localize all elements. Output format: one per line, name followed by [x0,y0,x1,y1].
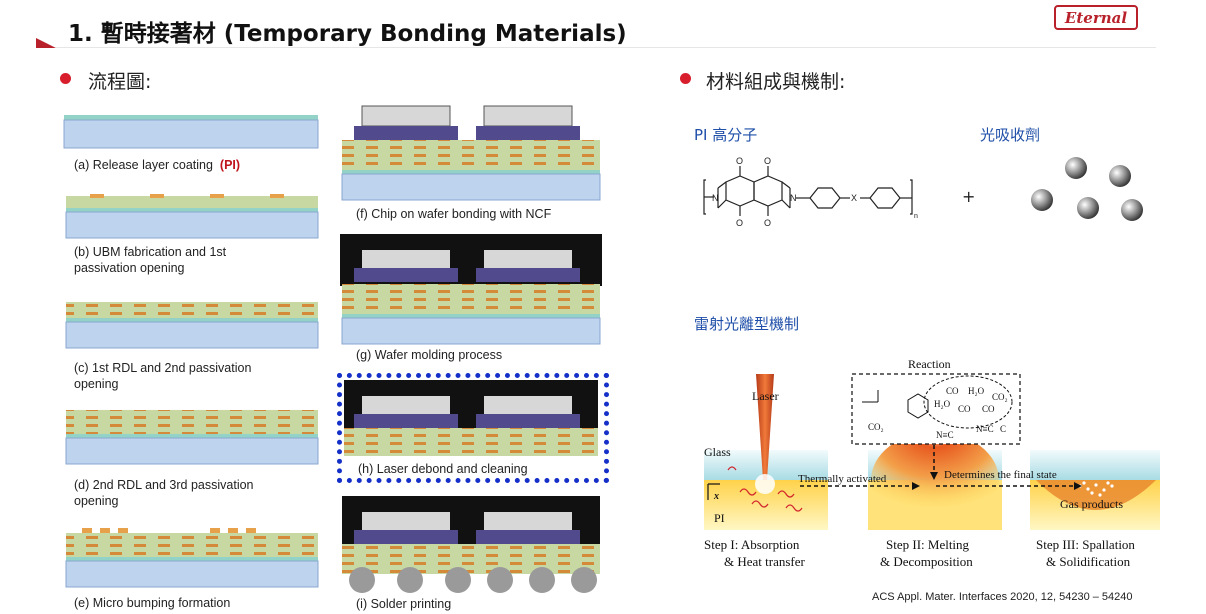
page-title: 1. 暫時接著材 (Temporary Bonding Materials) [68,21,627,47]
glass-label: Glass [704,445,731,459]
thermally-activated-label: Thermally activated [798,473,887,485]
laser-debond-mechanism: x Reaction Laser Glass PI Thermally acti… [704,357,1160,569]
particle-icon [1031,189,1053,211]
absorber-particles [1031,157,1143,221]
step-e-caption: (e) Micro bumping formation [74,596,231,610]
pi-layer-label: PI [714,511,725,525]
step2-line1: Step II: Melting [886,537,970,552]
highlight-box [337,373,609,483]
svg-text:CO₂: CO₂ [992,392,1008,402]
plus-sign: + [962,187,976,206]
step-c-diagram [65,302,319,349]
step-g-caption: (g) Wafer molding process [356,348,503,362]
process-steps-middle [340,105,602,593]
repeat-n-label: n [914,213,918,220]
oxygen-label: O [764,218,771,228]
particle-icon [1109,165,1131,187]
flowchart-heading: 流程圖: [88,71,152,93]
step3-line1: Step III: Spallation [1036,537,1135,552]
step-g-diagram [340,234,602,345]
pi-structure-diagram: O O O O N N X n [703,156,918,228]
determines-final-state-label: Determines the final state [944,469,1057,481]
oxygen-label: O [736,156,743,166]
svg-text:CO: CO [982,404,995,414]
nitrogen-label: N [712,193,719,203]
step-f-caption: (f) Chip on wafer bonding with NCF [356,207,552,221]
nitrile-label: N≡C [976,424,994,434]
citation: ACS Appl. Mater. Interfaces 2020, 12, 54… [872,591,1133,603]
laser-mechanism-heading: 雷射光離型機制 [694,315,800,333]
svg-text:H₂O: H₂O [934,399,951,409]
process-steps-left [63,115,319,588]
title-divider [56,47,1156,48]
step-d-diagram [65,410,319,465]
company-logo: Eternal [1054,5,1138,30]
nitrogen-label: N [790,193,797,203]
co2-label: CO₂ [868,422,884,432]
step-a-diagram [63,115,319,149]
particle-icon [1065,157,1087,179]
step3-line2: & Solidification [1046,554,1131,569]
step-h-caption: (h) Laser debond and cleaning [358,462,528,476]
gas-products-label: Gas products [1060,497,1123,511]
title-marker [36,38,56,48]
bullet-icon [60,73,71,84]
step-i-diagram [342,496,600,593]
light-absorber-label: 光吸收劑 [980,126,1041,144]
step-i-caption: (i) Solder printing [356,597,452,611]
bullet-icon [680,73,691,84]
pi-tag: (PI) [219,158,241,172]
materials-heading: 材料組成與機制: [706,71,846,93]
step-f-diagram [341,105,601,201]
step-e-diagram [65,528,319,588]
step-h-diagram [344,380,598,456]
svg-text:CO: CO [946,386,959,396]
step-b-diagram [65,194,319,239]
laser-label: Laser [752,389,779,403]
reaction-label: Reaction [908,357,951,371]
nitrile-label: N≡C [936,430,954,440]
step1-line2: & Heat transfer [724,554,806,569]
oxygen-label: O [736,218,743,228]
pi-polymer-label: PI 高分子 [694,126,758,144]
particle-icon [1121,199,1143,221]
x-axis-label: x [713,491,719,502]
x-label: X [851,193,857,203]
particle-icon [1077,197,1099,219]
oxygen-label: O [764,156,771,166]
step-a-caption: (a) Release layer coating (PI) [74,158,241,172]
svg-text:CO: CO [958,404,971,414]
carbon-label: C [1000,424,1006,434]
step2-line2: & Decomposition [880,554,973,569]
step1-line1: Step I: Absorption [704,537,800,552]
svg-text:H₂O: H₂O [968,386,985,396]
